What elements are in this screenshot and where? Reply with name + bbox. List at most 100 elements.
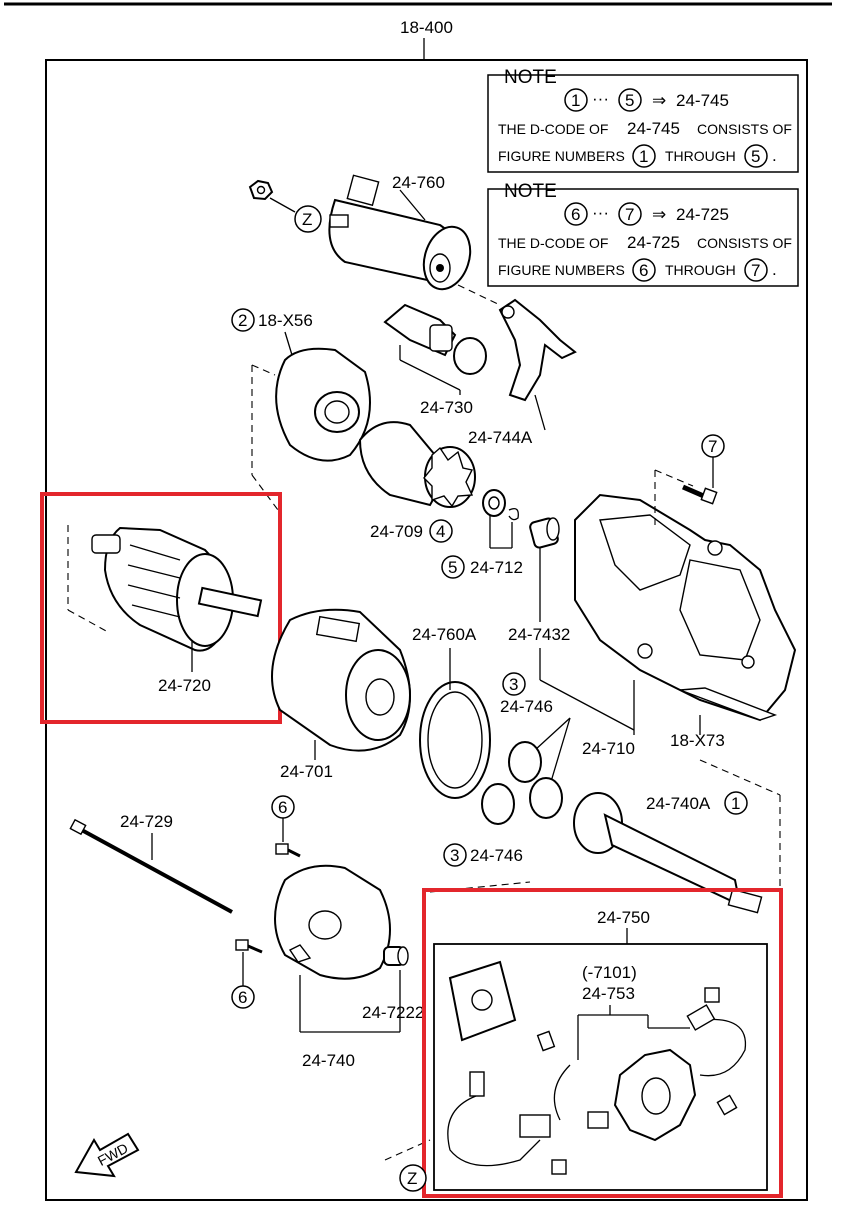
note-2-line3-through: THROUGH: [665, 262, 736, 278]
long-through-bolt: [69, 818, 233, 914]
note-1-line3-to: 5: [751, 147, 760, 166]
overrunning-clutch: [358, 421, 476, 508]
front-housing: [275, 347, 371, 462]
label-24-730: 24-730: [420, 398, 473, 417]
note-box-2: NOTE 6 ··· 7 ⇒ 24-725 THE D-CODE OF 24-7…: [487, 181, 799, 287]
label-24-701: 24-701: [280, 762, 333, 781]
label-24-746-top: 24-746: [500, 697, 553, 716]
fig-num-4: [429, 519, 453, 543]
brush-lead-wire: [447, 1018, 747, 1167]
note-2-line3-prefix: FIGURE NUMBERS: [498, 262, 625, 278]
screw-bottom: [235, 939, 263, 954]
note-2-target-code: 24-725: [676, 205, 729, 224]
screw-top: [275, 843, 301, 858]
note-box-1: NOTE 1 ··· 5 ⇒ 24-745 THE D-CODE OF 24-7…: [487, 67, 799, 173]
fig-num-3-top: [502, 672, 526, 696]
fig-num-1-label: 1: [731, 794, 740, 813]
brush-holder: [519, 1004, 716, 1142]
note-1-arrow: ⇒: [652, 91, 666, 110]
fig-num-3-bottom: [443, 843, 467, 867]
note-1-line2-suffix: CONSISTS OF: [697, 121, 792, 137]
label-24-740a: 24-740A: [646, 794, 711, 813]
label-18-x56: 18-X56: [258, 311, 313, 330]
planet-gears: [481, 741, 563, 825]
note-2-line2-prefix: THE D-CODE OF: [498, 235, 608, 251]
internal-gear: [419, 681, 491, 799]
label-24-712: 24-712: [470, 558, 523, 577]
note-2-line2-suffix: CONSISTS OF: [697, 235, 792, 251]
fig-num-1: [724, 791, 748, 815]
note-1-line3-end: .: [772, 146, 777, 165]
insulator-plate: [448, 960, 517, 1042]
label-24-740: 24-740: [302, 1051, 355, 1070]
plunger: [383, 303, 487, 375]
z-ref-label-bottom: Z: [407, 1169, 417, 1188]
fig-num-6-top-label: 6: [278, 798, 287, 817]
note-2-range-dots: ···: [592, 203, 609, 222]
label-24-750: 24-750: [597, 908, 650, 927]
drive-lever: [498, 298, 577, 402]
gear-housing: [574, 493, 797, 722]
label-24-709: 24-709: [370, 522, 423, 541]
note-1-target-code: 24-745: [676, 91, 729, 110]
fwd-arrow: FWD: [74, 1132, 140, 1178]
note-2-line3-to: 7: [751, 261, 760, 280]
rear-cover: [274, 864, 391, 980]
label-24-710: 24-710: [582, 739, 635, 758]
fig-num-5: [441, 555, 465, 579]
highlight-brush-assembly: [422, 888, 783, 1198]
note-2-line3-from: 6: [639, 261, 648, 280]
z-ref-label-top: Z: [302, 210, 312, 229]
fig-num-5-label: 5: [448, 558, 457, 577]
through-bolt-small: [682, 484, 718, 505]
fig-num-6-bottom-label: 6: [238, 988, 247, 1007]
note-1-line3-from: 1: [639, 147, 648, 166]
note-2-arrow: ⇒: [652, 205, 666, 224]
note-1-line3-through: THROUGH: [665, 148, 736, 164]
note-1-range-dots: ···: [592, 89, 609, 108]
highlight-armature: [40, 492, 282, 724]
fig-num-2-label: 2: [238, 311, 247, 330]
label-24-746-bottom: 24-746: [470, 846, 523, 865]
fig-num-2: [231, 308, 255, 332]
note-1-range-start: 1: [571, 91, 580, 110]
note-1-line2-prefix: THE D-CODE OF: [498, 121, 608, 137]
label-24-7432: 24-7432: [508, 625, 570, 644]
bushing: [529, 517, 560, 549]
rear-bushing: [383, 946, 409, 966]
z-ref-circle-bottom: [399, 1164, 427, 1192]
note-2-heading: NOTE: [504, 181, 557, 202]
fig-num-7-label: 7: [708, 437, 717, 456]
note-2-range-end: 7: [625, 205, 634, 224]
top-label: 18-400: [400, 18, 453, 37]
label-24-7222: 24-7222: [362, 1003, 424, 1022]
label-24-720: 24-720: [158, 676, 211, 695]
label-24-760: 24-760: [392, 173, 445, 192]
fig-num-3-bottom-label: 3: [450, 846, 459, 865]
z-ref-circle-top: [294, 205, 322, 233]
note-2-range-start: 6: [571, 205, 580, 224]
stopper-ring: [482, 489, 519, 521]
note-1-line2-code: 24-745: [627, 119, 680, 138]
label-7101: (-7101): [582, 963, 637, 982]
note-1-range-end: 5: [625, 91, 634, 110]
fig-num-6-bottom: [231, 985, 255, 1009]
label-18-x73: 18-X73: [670, 731, 725, 750]
fig-num-3-top-label: 3: [509, 675, 518, 694]
label-24-729: 24-729: [120, 812, 173, 831]
brush-springs: [536, 987, 738, 1175]
diagram-frame: [45, 59, 808, 1201]
note-2-line2-code: 24-725: [627, 233, 680, 252]
fig-num-4-label: 4: [436, 522, 445, 541]
nut-part: [248, 179, 296, 213]
label-24-753: 24-753: [582, 984, 635, 1003]
note-1-heading: NOTE: [504, 67, 557, 88]
armature: [91, 526, 263, 652]
pinion-shaft: [573, 792, 763, 914]
label-24-760a: 24-760A: [412, 625, 477, 644]
solenoid-switch: [328, 174, 501, 306]
yoke: [271, 608, 411, 752]
note-1-line3-prefix: FIGURE NUMBERS: [498, 148, 625, 164]
note-2-line3-end: .: [772, 260, 777, 279]
